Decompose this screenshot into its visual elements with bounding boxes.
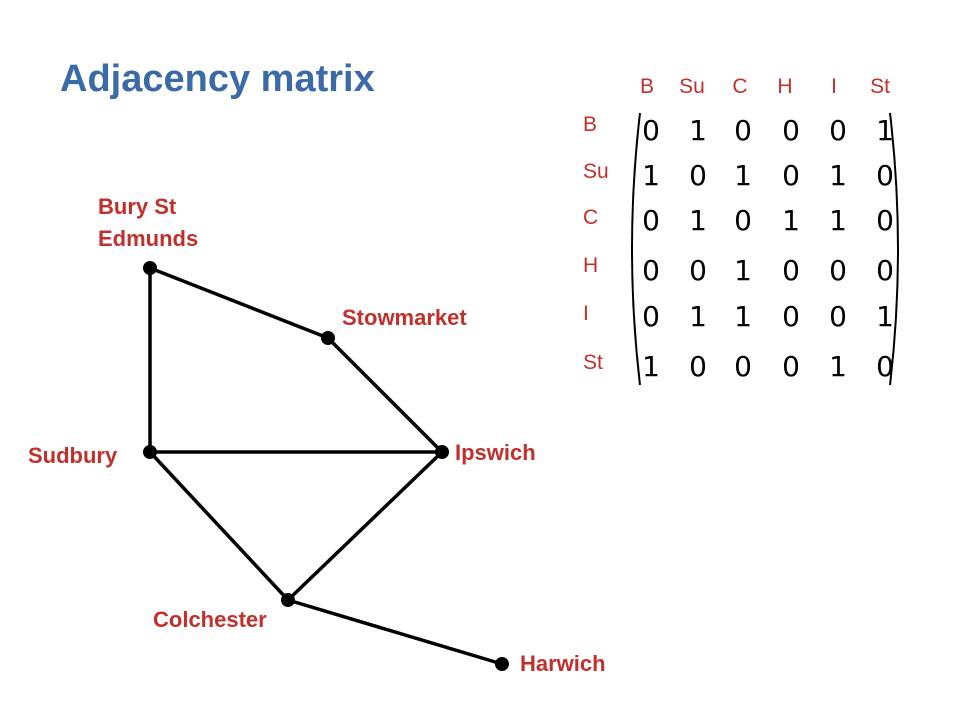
edge-b-st <box>148 266 330 340</box>
matrix-cell: 0 <box>689 159 707 192</box>
edge-su-c <box>148 450 290 602</box>
matrix-cell: 0 <box>734 114 752 147</box>
matrix-cell: 1 <box>689 300 707 333</box>
node-label-st: Stowmarket <box>342 305 467 330</box>
matrix-cell: 0 <box>642 114 660 147</box>
matrix-right-bracket <box>889 112 899 386</box>
matrix-cell: 0 <box>642 254 660 287</box>
matrix-cell: 1 <box>734 159 752 192</box>
matrix-cell: 0 <box>876 350 894 383</box>
matrix-cell: 1 <box>734 300 752 333</box>
matrix-cell: 0 <box>734 204 752 237</box>
node-label-h: Harwich <box>520 651 606 676</box>
matrix-cell: 1 <box>782 204 800 237</box>
matrix-cell: 0 <box>689 350 707 383</box>
matrix-cell: 1 <box>642 159 660 192</box>
matrix-column-header: I <box>831 75 837 98</box>
node-label-i: Ipswich <box>455 440 536 465</box>
graph-nodes <box>143 261 509 671</box>
edge-c-h <box>286 598 504 666</box>
matrix-cell: 0 <box>782 159 800 192</box>
matrix-cell: 0 <box>782 254 800 287</box>
matrix-row-header: H <box>583 254 598 277</box>
matrix-cell: 1 <box>876 114 894 147</box>
matrix-cell: 0 <box>782 114 800 147</box>
matrix-left-bracket <box>631 112 641 386</box>
matrix-row-header: St <box>583 351 603 374</box>
matrix-row-header: Su <box>583 160 609 183</box>
matrix-cell: 0 <box>876 204 894 237</box>
matrix-cell: 1 <box>689 114 707 147</box>
matrix-cell: 0 <box>829 254 847 287</box>
matrix-column-header: Su <box>679 75 705 98</box>
node-c <box>281 593 295 607</box>
node-label-su: Sudbury <box>28 443 118 468</box>
matrix-cell: 0 <box>876 159 894 192</box>
node-label-c: Colchester <box>153 607 267 632</box>
matrix-cell: 0 <box>829 114 847 147</box>
matrix-column-headers: B Su C H I St <box>640 75 890 98</box>
edge-i-c <box>286 450 444 602</box>
matrix-column-header: H <box>777 75 792 98</box>
matrix-column-header: B <box>640 75 654 98</box>
graph-edges <box>148 266 504 666</box>
matrix-cell: 0 <box>734 350 752 383</box>
matrix-row-headers: B SuC H I St <box>583 113 609 374</box>
matrix-cell: 1 <box>829 350 847 383</box>
matrix-cell: 0 <box>876 254 894 287</box>
matrix-column-header: C <box>732 75 747 98</box>
matrix-cell: 1 <box>829 204 847 237</box>
slide-title: Adjacency matrix <box>60 58 375 100</box>
matrix-row-header: I <box>583 302 589 325</box>
matrix-cell: 0 <box>689 254 707 287</box>
matrix-cell: 1 <box>689 204 707 237</box>
matrix-cell: 1 <box>829 159 847 192</box>
matrix-cell: 1 <box>642 350 660 383</box>
matrix-cell: 0 <box>642 300 660 333</box>
matrix-cell: 0 <box>829 300 847 333</box>
matrix-cell: 0 <box>782 350 800 383</box>
matrix-column-header: St <box>870 75 890 98</box>
matrix-row-header: C <box>583 206 598 229</box>
matrix-row-header: B <box>583 113 597 136</box>
node-st <box>321 331 335 345</box>
node-i <box>435 445 449 459</box>
node-b <box>143 261 157 275</box>
matrix-cell: 1 <box>734 254 752 287</box>
matrix-cell: 0 <box>642 204 660 237</box>
node-su <box>143 445 157 459</box>
edge-st-i <box>326 336 444 454</box>
node-h <box>495 657 509 671</box>
matrix-cell: 0 <box>782 300 800 333</box>
matrix-cell: 1 <box>876 300 894 333</box>
